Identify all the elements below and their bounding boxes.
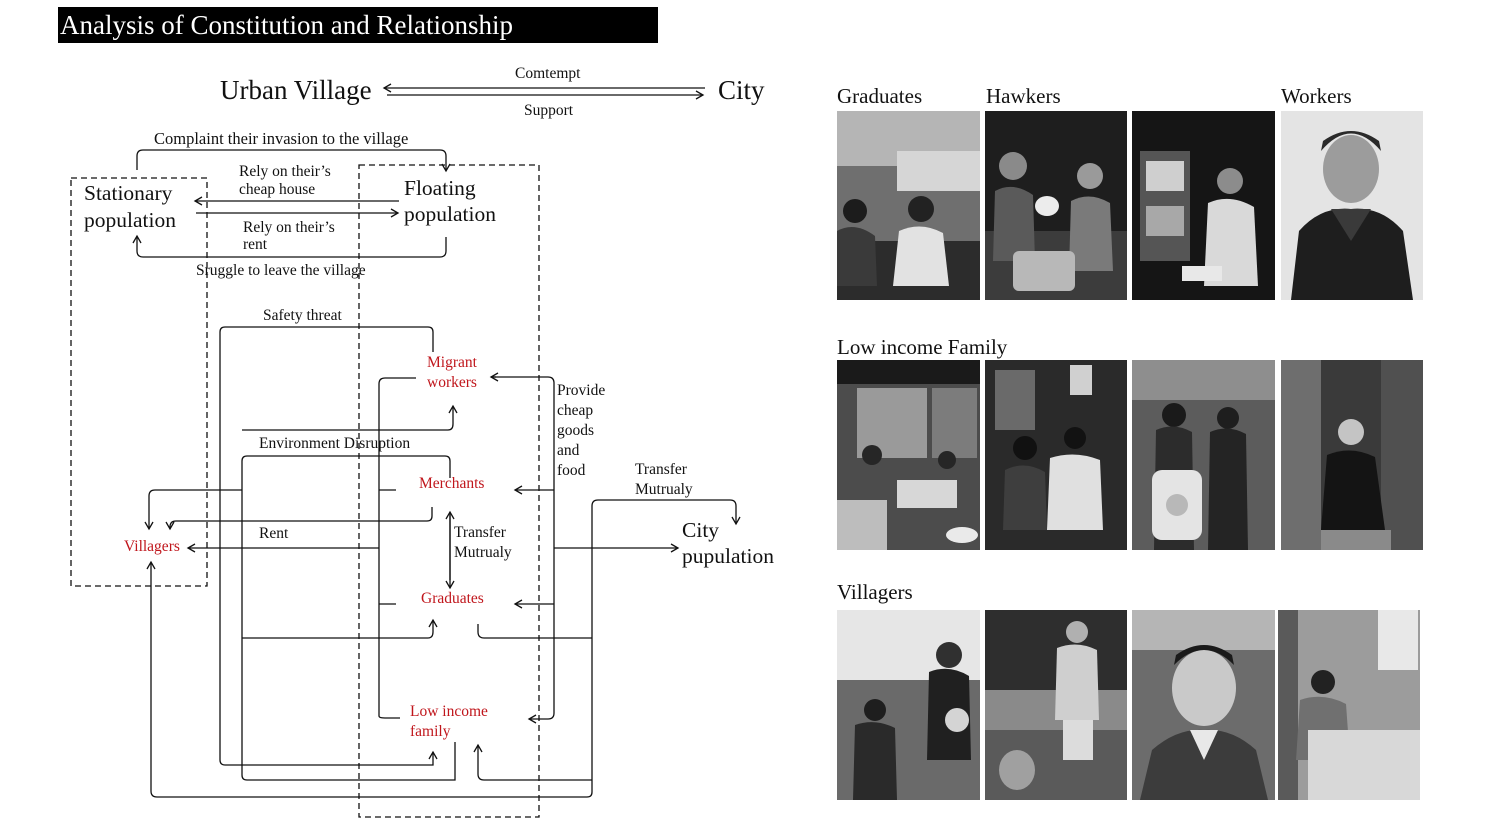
photo-workers bbox=[1281, 111, 1423, 300]
villagers-link-top bbox=[144, 489, 242, 531]
stationary-label-1: Stationary bbox=[84, 181, 173, 205]
city-population-label-2: pupulation bbox=[682, 544, 774, 568]
safety-threat-line bbox=[219, 326, 438, 766]
photo-villagers-2 bbox=[985, 610, 1127, 800]
env-to-migrant-hook bbox=[447, 404, 458, 431]
group-label-graduates: Graduates bbox=[837, 84, 923, 108]
photo-villagers-4 bbox=[1278, 610, 1420, 800]
photo-low-income-1 bbox=[837, 360, 980, 550]
villagers-link-mid bbox=[165, 507, 433, 531]
city-population-label-1: City bbox=[682, 518, 720, 542]
stationary-label-2: population bbox=[84, 208, 176, 232]
low-income-label-2: family bbox=[410, 723, 451, 740]
migrant-workers-label-1: Migrant bbox=[427, 354, 477, 371]
urban-village-label: Urban Village bbox=[220, 75, 372, 105]
group-label-hawkers: Hawkers bbox=[986, 84, 1061, 108]
provide-label-2: cheap bbox=[557, 402, 594, 419]
photo-villagers-1 bbox=[837, 610, 980, 800]
photo-hawkers-1 bbox=[985, 111, 1127, 300]
environment-line bbox=[241, 455, 456, 781]
low-income-label-1: Low income bbox=[410, 703, 488, 720]
struggle-bracket bbox=[132, 234, 447, 258]
contempt-label: Comtempt bbox=[515, 65, 581, 82]
transfer-city-bracket bbox=[591, 499, 741, 780]
photo-low-income-3 bbox=[1132, 360, 1275, 550]
provide-label-1: Provide bbox=[557, 382, 606, 399]
rely-rent-label-2: rent bbox=[243, 236, 268, 253]
graduates-right-loop bbox=[477, 624, 592, 639]
group-label-workers: Workers bbox=[1281, 84, 1352, 108]
provide-label-4: and bbox=[557, 442, 580, 459]
villagers-link-bottom bbox=[146, 560, 593, 798]
environment-label: Environment Disruption bbox=[259, 435, 411, 452]
photo-villagers-3 bbox=[1132, 610, 1275, 800]
low-income-right-loop bbox=[473, 743, 592, 781]
rely-house-label-1: Rely on their’s bbox=[239, 163, 331, 180]
safety-threat-label: Safety threat bbox=[263, 307, 342, 324]
transfer-right-label-2: Mutrualy bbox=[635, 481, 693, 498]
floating-label-2: population bbox=[404, 202, 496, 226]
rely-house-label-2: cheap house bbox=[239, 181, 316, 198]
group-label-low-income-family: Low income Family bbox=[837, 335, 1008, 359]
transfer-mid-label-1: Transfer bbox=[454, 524, 506, 541]
struggle-label: Sruggle to leave the village bbox=[196, 262, 366, 279]
villagers-node-label: Villagers bbox=[124, 538, 180, 555]
city-label: City bbox=[718, 75, 765, 105]
photo-hawkers-2 bbox=[1132, 111, 1275, 300]
support-label: Support bbox=[524, 102, 574, 119]
provide-label-3: goods bbox=[557, 422, 595, 439]
photo-low-income-2 bbox=[985, 360, 1127, 550]
merchants-label: Merchants bbox=[419, 475, 485, 492]
connector-spine bbox=[378, 377, 416, 719]
graduates-node-label: Graduates bbox=[421, 590, 484, 607]
relationship-diagram bbox=[70, 83, 741, 818]
group-label-villagers: Villagers bbox=[837, 580, 913, 604]
migrant-workers-label-2: workers bbox=[427, 374, 477, 391]
page-title: Analysis of Constitution and Relationshi… bbox=[60, 10, 513, 40]
transfer-mid-label-2: Mutrualy bbox=[454, 544, 512, 561]
photo-low-income-4 bbox=[1281, 360, 1423, 550]
complaint-label: Complaint their invasion to the village bbox=[154, 129, 409, 148]
rent-label: Rent bbox=[259, 525, 289, 542]
complaint-bracket bbox=[136, 149, 451, 173]
rely-rent-label-1: Rely on their’s bbox=[243, 219, 335, 236]
env-to-graduates-hook bbox=[427, 618, 438, 639]
provide-label-5: food bbox=[557, 462, 586, 479]
photo-graduates bbox=[837, 111, 980, 300]
stationary-dashed-box bbox=[70, 177, 208, 587]
floating-label-1: Floating bbox=[404, 176, 476, 200]
transfer-right-label-1: Transfer bbox=[635, 461, 687, 478]
title-bar: Analysis of Constitution and Relationshi… bbox=[58, 7, 658, 43]
